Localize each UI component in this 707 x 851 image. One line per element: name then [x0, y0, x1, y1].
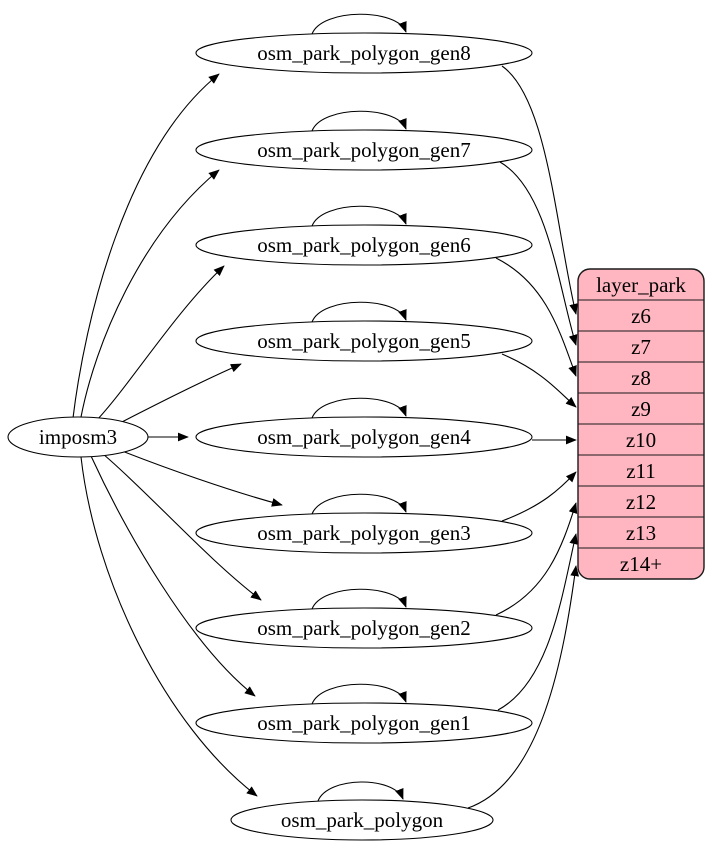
imposm3-label: imposm3 [39, 425, 117, 449]
edge-gen8-z6 [501, 65, 578, 315]
self-loop-polygon [317, 781, 404, 802]
edge-gen2-z12 [495, 502, 578, 616]
edge-imposm3-gen7 [80, 169, 220, 418]
table-node-gen4: osm_park_polygon_gen4 [195, 416, 533, 458]
self-loop-gen7 [311, 110, 407, 132]
gen5-label: osm_park_polygon_gen5 [257, 329, 470, 353]
edge-imposm3-polygon [80, 456, 258, 797]
gen3-ellipse [195, 512, 533, 554]
edges-to-layer [467, 65, 580, 809]
table-node-polygon: osm_park_polygon [230, 799, 494, 841]
edge-imposm3-gen6 [95, 265, 225, 422]
gen6-label: osm_park_polygon_gen6 [257, 233, 470, 257]
layer-row-z7: z7 [631, 335, 651, 359]
source-node-imposm3: imposm3 [7, 416, 149, 458]
table-node-gen5: osm_park_polygon_gen5 [195, 320, 533, 362]
self-loop-gen8 [311, 13, 407, 35]
edge-imposm3-gen8 [72, 73, 220, 419]
layer-row-z13: z13 [626, 521, 656, 545]
layer-row-z9: z9 [631, 397, 651, 421]
layer-row-z8: z8 [631, 366, 651, 390]
edge-imposm3-gen5 [111, 363, 242, 428]
table-node-gen8: osm_park_polygon_gen8 [195, 32, 533, 74]
edge-gen5-z9 [501, 353, 577, 408]
layer-row-z14: z14+ [620, 552, 662, 576]
layer-row-z11: z11 [626, 459, 656, 483]
edge-imposm3-gen1 [90, 455, 256, 697]
gen8-ellipse [195, 32, 533, 74]
self-loop-gen6 [311, 205, 407, 227]
edge-gen6-z8 [495, 257, 577, 377]
self-loops [311, 13, 407, 802]
layer-row-z12: z12 [626, 490, 656, 514]
self-loop-gen2 [311, 588, 407, 610]
gen7-ellipse [195, 129, 533, 171]
gen7-label: osm_park_polygon_gen7 [257, 138, 470, 162]
edges-from-imposm3 [72, 73, 283, 797]
edge-imposm3-gen3 [116, 448, 283, 507]
gen1-ellipse [195, 702, 533, 744]
edge-gen7-z7 [499, 161, 578, 346]
gen2-ellipse [195, 607, 533, 649]
layer-park-title: layer_park [596, 273, 686, 297]
table-node-gen2: osm_park_polygon_gen2 [195, 607, 533, 649]
self-loop-gen1 [311, 683, 407, 705]
edge-gen3-z11 [501, 471, 577, 522]
layer-park-table: layer_park z6 z7 z8 z9 z10 z11 z12 z13 z… [577, 268, 705, 580]
gen6-ellipse [195, 224, 533, 266]
self-loop-gen5 [311, 301, 407, 323]
self-loop-gen4 [311, 397, 407, 419]
gen4-ellipse [195, 416, 533, 458]
table-node-gen7: osm_park_polygon_gen7 [195, 129, 533, 171]
layer-row-z6: z6 [631, 304, 651, 328]
edge-gen1-z13 [497, 533, 579, 711]
self-loop-gen3 [311, 493, 407, 515]
gen4-label: osm_park_polygon_gen4 [257, 425, 471, 449]
table-node-gen1: osm_park_polygon_gen1 [195, 702, 533, 744]
gen8-label: osm_park_polygon_gen8 [257, 41, 470, 65]
polygon-label: osm_park_polygon [281, 808, 444, 832]
edge-imposm3-gen2 [102, 453, 262, 601]
table-node-gen3: osm_park_polygon_gen3 [195, 512, 533, 554]
polygon-ellipse [230, 799, 494, 841]
gen1-label: osm_park_polygon_gen1 [257, 711, 470, 735]
gen2-label: osm_park_polygon_gen2 [257, 616, 470, 640]
gen5-ellipse [195, 320, 533, 362]
imposm3-ellipse [7, 416, 149, 458]
table-node-gen6: osm_park_polygon_gen6 [195, 224, 533, 266]
gen3-label: osm_park_polygon_gen3 [257, 521, 470, 545]
edge-polygon-z14 [467, 565, 580, 809]
layer-row-z10: z10 [626, 428, 656, 452]
